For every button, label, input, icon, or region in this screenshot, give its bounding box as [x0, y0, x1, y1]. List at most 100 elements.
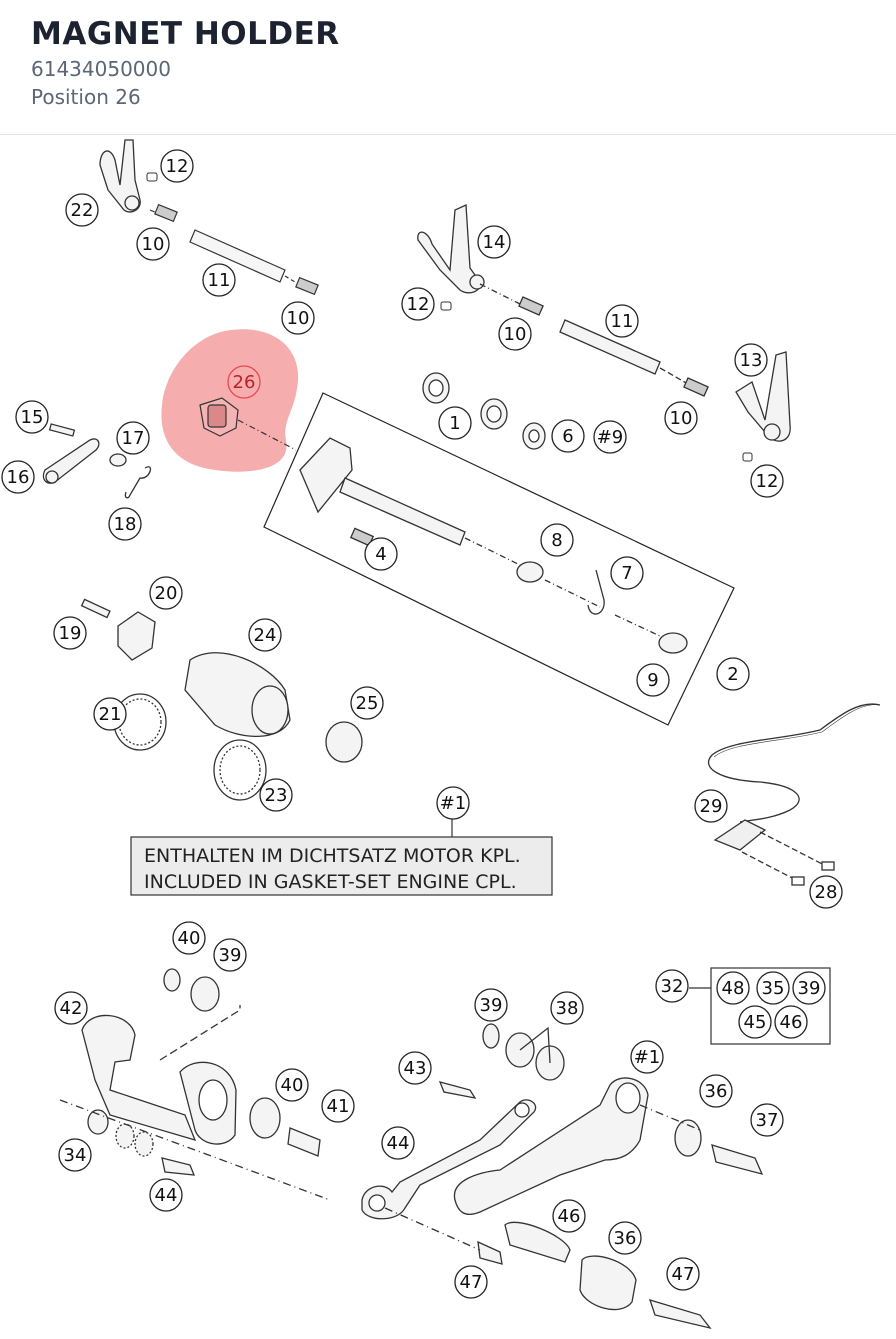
callout-hash-1[interactable]: #1: [630, 1040, 664, 1074]
callout-11[interactable]: 11: [202, 263, 236, 297]
pin-12-c: [742, 452, 753, 462]
callout-4[interactable]: 4: [364, 537, 398, 571]
callout-36[interactable]: 36: [699, 1074, 733, 1108]
callout-text: 10: [142, 234, 165, 255]
callout-text: 24: [254, 625, 277, 646]
callout-text: 2: [727, 664, 738, 685]
callout-text: #9: [597, 427, 624, 448]
callout-44[interactable]: 44: [149, 1178, 183, 1212]
callout-text: 21: [99, 704, 122, 725]
diagram-svg: ENTHALTEN IM DICHTSATZ MOTOR KPL. INCLUD…: [1, 139, 881, 1330]
callout-17[interactable]: 17: [116, 421, 150, 455]
callout-10[interactable]: 10: [136, 227, 170, 261]
callout-32[interactable]: 32: [655, 969, 689, 1003]
gasket-note: ENTHALTEN IM DICHTSATZ MOTOR KPL. INCLUD…: [130, 817, 553, 896]
shift-lever-43: [59, 968, 331, 1201]
callout-7[interactable]: 7: [610, 556, 644, 590]
gear-sensor-29: [707, 703, 881, 886]
callout-47[interactable]: 47: [666, 1257, 700, 1291]
callout-6[interactable]: 6: [551, 419, 585, 453]
callout-26[interactable]: 26: [227, 365, 261, 399]
magnet-holder-part[interactable]: [199, 397, 297, 451]
callout-text: 46: [558, 1206, 581, 1227]
callout-47[interactable]: 47: [454, 1265, 488, 1299]
callout-39[interactable]: 39: [792, 971, 826, 1005]
callout-44[interactable]: 44: [381, 1126, 415, 1160]
callout-38[interactable]: 38: [550, 991, 584, 1025]
callout-hash-1[interactable]: #1: [436, 786, 470, 820]
callout-2[interactable]: 2: [716, 657, 750, 691]
callout-48[interactable]: 48: [716, 971, 750, 1005]
callout-16[interactable]: 16: [1, 460, 35, 494]
callout-46[interactable]: 46: [774, 1005, 808, 1039]
callout-text: 32: [661, 976, 684, 997]
shift-fork-13: [735, 351, 791, 442]
callout-text: 47: [460, 1272, 483, 1293]
callout-14[interactable]: 14: [477, 225, 511, 259]
part-title: MAGNET HOLDER: [31, 16, 340, 52]
callout-24[interactable]: 24: [248, 618, 282, 652]
shift-fork-22: [99, 139, 141, 213]
callout-22[interactable]: 22: [65, 193, 99, 227]
callout-35[interactable]: 35: [756, 971, 790, 1005]
callout-37[interactable]: 37: [750, 1103, 784, 1137]
callout-40[interactable]: 40: [172, 921, 206, 955]
callout-text: 1: [449, 413, 460, 434]
callout-text: 19: [59, 623, 82, 644]
callout-13[interactable]: 13: [734, 343, 768, 377]
callout-18[interactable]: 18: [108, 507, 142, 541]
callout-45[interactable]: 45: [738, 1005, 772, 1039]
callout-11[interactable]: 11: [605, 304, 639, 338]
shift-drum-assembly: [80, 598, 363, 801]
callout-43[interactable]: 43: [398, 1051, 432, 1085]
callout-39[interactable]: 39: [474, 988, 508, 1022]
linkage-and-pedal: [361, 1023, 764, 1330]
highlight-region[interactable]: [161, 329, 299, 472]
callout-40[interactable]: 40: [275, 1068, 309, 1102]
callout-text: 20: [155, 583, 178, 604]
callout-34[interactable]: 34: [58, 1138, 92, 1172]
callout-12[interactable]: 12: [160, 149, 194, 183]
callout-text: 42: [60, 998, 83, 1019]
callout-1[interactable]: 1: [438, 406, 472, 440]
callout-41[interactable]: 41: [321, 1089, 355, 1123]
callout-text: 11: [611, 311, 634, 332]
callout-text: 47: [672, 1264, 695, 1285]
callout-39[interactable]: 39: [213, 938, 247, 972]
callout-text: 10: [504, 324, 527, 345]
callout-10[interactable]: 10: [281, 301, 315, 335]
callout-9[interactable]: 9: [636, 663, 670, 697]
callout-text: 34: [64, 1145, 87, 1166]
callout-46[interactable]: 46: [552, 1199, 586, 1233]
callout-text: 9: [647, 670, 658, 691]
callout-8[interactable]: 8: [540, 523, 574, 557]
callout-10[interactable]: 10: [498, 317, 532, 351]
callout-10[interactable]: 10: [664, 401, 698, 435]
callout-text: 44: [387, 1133, 410, 1154]
page-header: MAGNET HOLDER 61434050000 Position 26: [0, 0, 896, 135]
callout-21[interactable]: 21: [93, 697, 127, 731]
callout-text: 28: [815, 882, 838, 903]
callout-25[interactable]: 25: [350, 686, 384, 720]
exploded-parts-diagram: ENTHALTEN IM DICHTSATZ MOTOR KPL. INCLUD…: [0, 135, 896, 1335]
callout-20[interactable]: 20: [149, 576, 183, 610]
callout-12[interactable]: 12: [750, 464, 784, 498]
bushings-1-6: [422, 372, 546, 450]
callout-text: 40: [281, 1075, 304, 1096]
callout-labels: 1246#97891010101011111212121314151617181…: [1, 149, 843, 1299]
callout-text: 13: [740, 350, 763, 371]
callout-36[interactable]: 36: [608, 1221, 642, 1255]
callout-19[interactable]: 19: [53, 616, 87, 650]
callout-15[interactable]: 15: [15, 400, 49, 434]
callout-23[interactable]: 23: [259, 778, 293, 812]
callout-text: 4: [375, 544, 386, 565]
callout-text: 12: [756, 471, 779, 492]
callout-42[interactable]: 42: [54, 991, 88, 1025]
callout-29[interactable]: 29: [694, 789, 728, 823]
callout-28[interactable]: 28: [809, 875, 843, 909]
callout-12[interactable]: 12: [401, 287, 435, 321]
callout-text: 35: [762, 978, 785, 999]
callout-hash-9[interactable]: #9: [593, 420, 627, 454]
note-line-1: ENTHALTEN IM DICHTSATZ MOTOR KPL.: [144, 845, 521, 867]
callout-text: 29: [700, 796, 723, 817]
